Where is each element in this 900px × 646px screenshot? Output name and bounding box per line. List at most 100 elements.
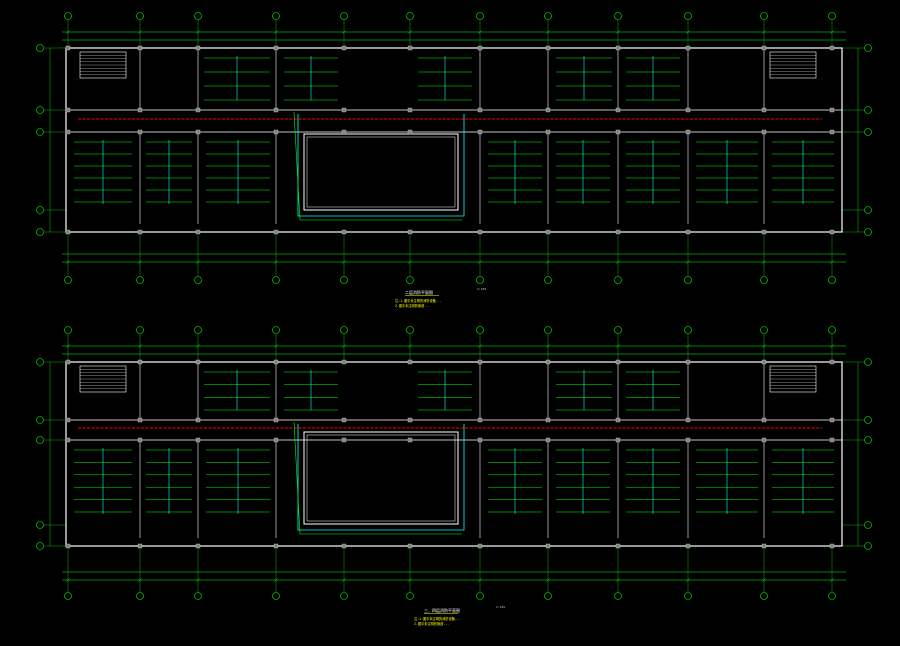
grid-axis-bubble [36, 416, 44, 424]
structural-column [341, 437, 347, 443]
structural-column [761, 543, 767, 549]
structural-column [615, 229, 621, 235]
grid-axis-bubble [406, 12, 414, 20]
dim-tick [478, 30, 482, 34]
dim-tick [478, 260, 482, 264]
dim-tick [342, 260, 346, 264]
structural-column [407, 359, 413, 365]
structural-column [65, 107, 71, 113]
dim-tick [66, 260, 70, 264]
room-sprinkler-branches [418, 56, 472, 101]
structural-column [65, 229, 71, 235]
dim-tick [546, 578, 550, 582]
grid-axis-bubble [684, 326, 692, 334]
grid-axis-bubble [864, 44, 872, 52]
dim-tick [274, 578, 278, 582]
structural-column [685, 107, 691, 113]
dim-tick [686, 260, 690, 264]
room-sprinkler-branches [284, 370, 338, 411]
room-sprinkler-branches [696, 448, 758, 514]
atrium-feed-pipe [293, 111, 462, 221]
grid-axis-bubble [36, 521, 44, 529]
grid-axis-bubble [36, 436, 44, 444]
grid-axis-bubble [476, 276, 484, 284]
structural-column [341, 129, 347, 135]
plan-title-block: 二层消防平面图1:125注:1.图中未注明的消防设备...2.图中未注明的管道.… [395, 287, 486, 308]
grid-axis-bubble [684, 276, 692, 284]
structural-column [545, 229, 551, 235]
grid-axis-bubble [760, 12, 768, 20]
grid-axis-bubble [760, 592, 768, 600]
structural-column [137, 359, 143, 365]
structural-column [615, 359, 621, 365]
structural-column [545, 45, 551, 51]
structural-column [407, 417, 413, 423]
structural-column [65, 437, 71, 443]
structural-column [65, 129, 71, 135]
dim-tick [274, 344, 278, 348]
dim-tick [830, 260, 834, 264]
structural-column [615, 417, 621, 423]
structural-column [407, 129, 413, 135]
room-sprinkler-branches [696, 140, 758, 204]
dim-tick [762, 578, 766, 582]
structural-column [341, 107, 347, 113]
dim-tick [616, 578, 620, 582]
structural-column [685, 417, 691, 423]
grid-axis-bubble [864, 128, 872, 136]
structural-column [65, 417, 71, 423]
room-sprinkler-branches [146, 448, 192, 514]
plan-note: 2.图中未注明的管道... [414, 621, 449, 626]
structural-column [195, 359, 201, 365]
structural-column [545, 129, 551, 135]
structural-column [477, 359, 483, 365]
structural-column [137, 543, 143, 549]
grid-axis-bubble [864, 106, 872, 114]
floor-plan-2: 三、四层消防平面图1:125注:1.图中未注明的消防设备...2.图中未注明的管… [36, 326, 872, 626]
dim-tick [196, 260, 200, 264]
dim-tick [686, 578, 690, 582]
room-sprinkler-branches [556, 56, 612, 101]
structural-column [545, 359, 551, 365]
structural-column [829, 229, 835, 235]
grid-axis-bubble [544, 326, 552, 334]
structural-column [477, 417, 483, 423]
dim-tick [478, 578, 482, 582]
room-sprinkler-branches [284, 56, 338, 101]
dim-tick [546, 260, 550, 264]
plan-title: 二层消防平面图 [405, 289, 433, 295]
room-sprinkler-branches [488, 140, 542, 204]
grid-axis-bubble [614, 592, 622, 600]
grid-axis-bubble [760, 326, 768, 334]
dim-tick [138, 260, 142, 264]
structural-column [545, 543, 551, 549]
grid-axis-bubble [64, 276, 72, 284]
structural-column [829, 359, 835, 365]
dim-tick [616, 30, 620, 34]
grid-axis-bubble [136, 276, 144, 284]
structural-column [545, 437, 551, 443]
structural-column [615, 543, 621, 549]
room-sprinkler-branches [626, 448, 680, 514]
structural-column [407, 45, 413, 51]
structural-column [685, 45, 691, 51]
grid-axis-bubble [476, 592, 484, 600]
plan-note: 注:1.图中未注明的消防设备... [395, 298, 442, 303]
structural-column [195, 543, 201, 549]
dim-tick [342, 578, 346, 582]
atrium-void-inner [306, 136, 456, 208]
grid-axis-bubble [864, 206, 872, 214]
structural-column [477, 107, 483, 113]
atrium-ring-pipe [297, 114, 465, 217]
stairwell [769, 365, 817, 393]
dim-tick [830, 30, 834, 34]
structural-column [477, 45, 483, 51]
structural-column [615, 437, 621, 443]
grid-axis-bubble [864, 436, 872, 444]
grid-axis-bubble [864, 416, 872, 424]
grid-axis-bubble [340, 276, 348, 284]
stairwell [79, 365, 127, 393]
stairwell [769, 51, 817, 79]
grid-axis-bubble [136, 12, 144, 20]
plan-title-block: 三、四层消防平面图1:125注:1.图中未注明的消防设备...2.图中未注明的管… [414, 605, 505, 626]
